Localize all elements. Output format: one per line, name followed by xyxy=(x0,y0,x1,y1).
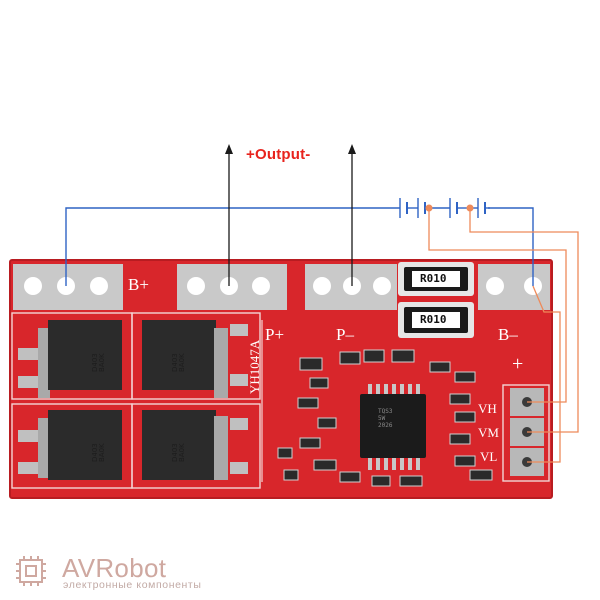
ic-marking-line-1: TQS3 xyxy=(378,408,393,415)
avrobot-logo-icon xyxy=(16,556,46,586)
output-label: +Output- xyxy=(246,146,311,163)
mosfet-3-marking: D403 BA0K xyxy=(91,443,106,462)
ic-marking-line-2: 5W xyxy=(378,415,386,422)
mosfet-1-line-2: BA0K xyxy=(98,353,106,372)
board-model-label: YH1047A xyxy=(247,339,262,394)
mosfets xyxy=(18,320,248,480)
balance-nodes xyxy=(425,204,474,212)
ic-marking: TQS3 5W 2026 xyxy=(378,408,392,429)
smd-components xyxy=(277,349,493,487)
b-plus-label: B+ xyxy=(128,275,149,294)
ic-marking-line-3: 2026 xyxy=(378,422,393,429)
mosfet-2-marking: D403 BA0K xyxy=(171,353,186,372)
b-minus-label: B– xyxy=(498,325,518,344)
mosfet-4-marking: D403 BA0K xyxy=(171,443,186,462)
resistor-code-bottom: R010 xyxy=(420,313,447,326)
resistor-code-top: R010 xyxy=(420,272,447,285)
battery-wiring xyxy=(65,198,534,286)
vh-label: VH xyxy=(478,401,497,416)
mosfet-1-marking: D403 BA0K xyxy=(91,353,106,372)
mosfet-3-line-2: BA0K xyxy=(98,443,106,462)
shunt-resistors xyxy=(398,262,474,338)
plus-label: + xyxy=(512,353,524,375)
watermark-subtitle: электронные компоненты xyxy=(63,579,202,591)
mosfet-4-line-2: BA0K xyxy=(178,443,186,462)
vm-label: VM xyxy=(478,425,499,440)
output-arrows xyxy=(225,144,356,286)
control-ic xyxy=(360,384,426,470)
vl-label: VL xyxy=(480,449,498,464)
mosfet-2-line-2: BA0K xyxy=(178,353,186,372)
p-plus-label: P+ xyxy=(265,325,285,344)
watermark-name: AVRobot xyxy=(62,553,167,583)
p-minus-label: P– xyxy=(336,325,354,344)
solder-pads xyxy=(13,264,550,310)
balance-wiring xyxy=(428,208,579,463)
